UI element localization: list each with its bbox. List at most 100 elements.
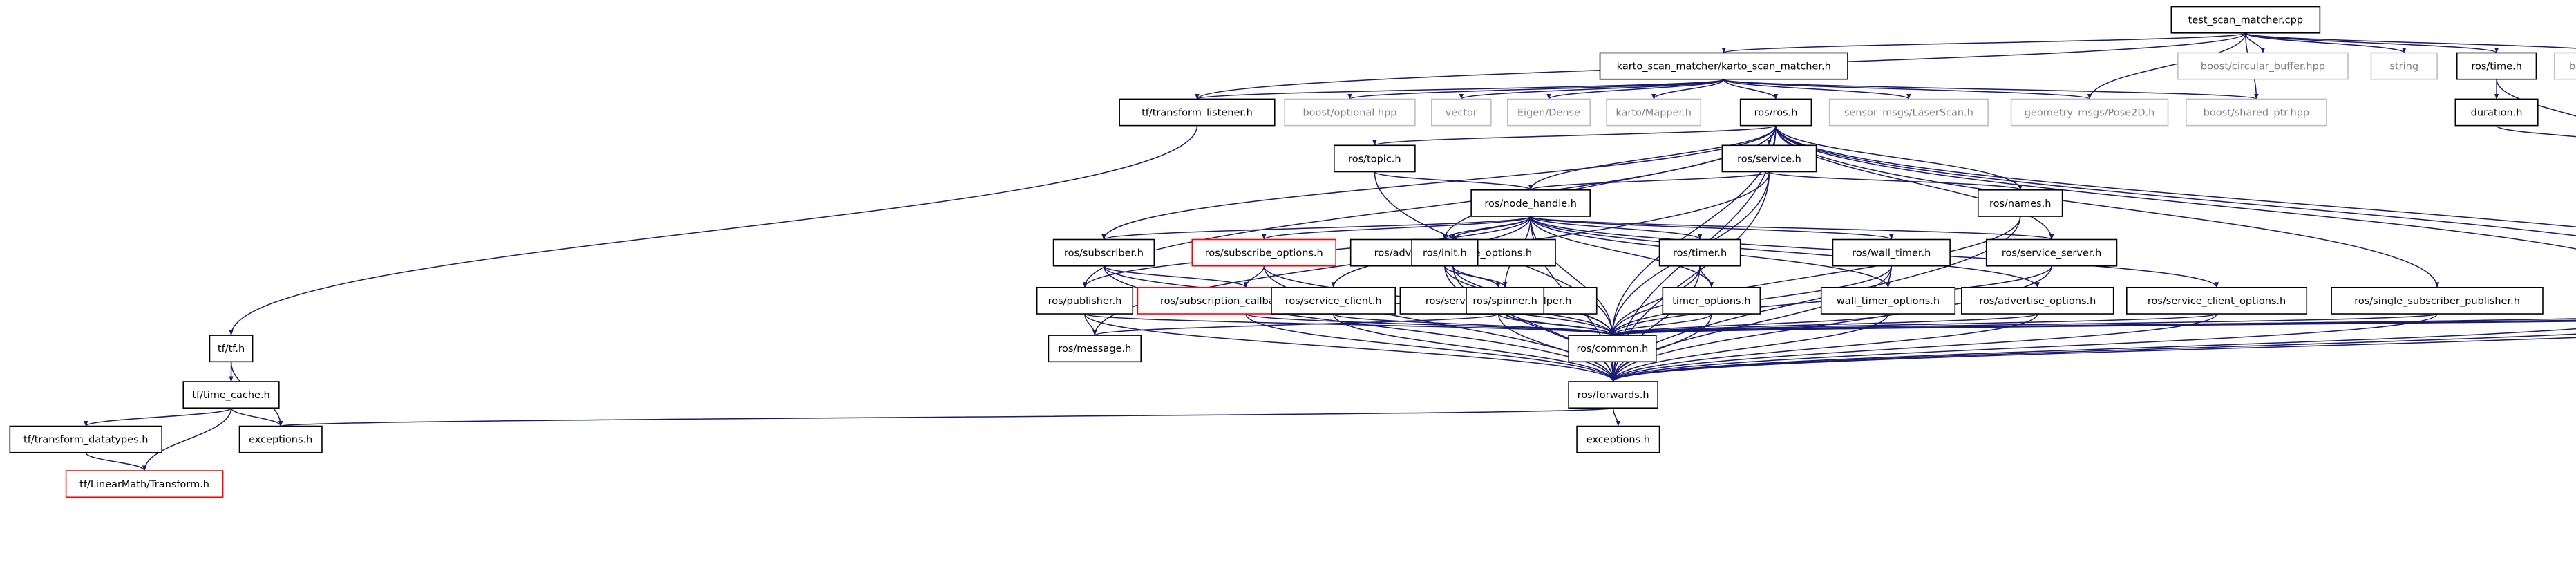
node-b-thread: boost/thread.hpp bbox=[2553, 52, 2576, 80]
node-label: karto_scan_matcher/karto_scan_matcher.h bbox=[1617, 62, 1831, 73]
node-single-sub-pub[interactable]: ros/single_subscriber_publisher.h bbox=[2331, 286, 2544, 315]
edge-karto_sm-to-vector bbox=[1459, 78, 1725, 100]
edge-karto_sm-to-tf_tl bbox=[1195, 78, 1725, 100]
node-ros-h[interactable]: ros/ros.h bbox=[1739, 98, 1812, 127]
node-b-opt: boost/optional.hpp bbox=[1284, 98, 1416, 127]
edge-node_handle-to-subscriber bbox=[1101, 216, 1531, 241]
edge-ros_h-to-srv_server bbox=[1775, 125, 2054, 240]
edge-service-to-names bbox=[1768, 171, 2023, 191]
node-box bbox=[1832, 238, 1951, 267]
node-label: tf/tf.h bbox=[218, 344, 245, 355]
node-box bbox=[2331, 286, 2544, 315]
edge-timer-to-forwards bbox=[1611, 265, 1701, 382]
node-label: ros/topic.h bbox=[1348, 153, 1401, 165]
node-box bbox=[1430, 98, 1492, 127]
edge-param-to-common bbox=[1611, 321, 2576, 336]
edge-node_handle-to-common bbox=[1530, 216, 1615, 336]
node-box bbox=[1119, 98, 1276, 127]
node-spinner[interactable]: ros/spinner.h bbox=[1466, 286, 1545, 315]
node-label: ros/time.h bbox=[2471, 62, 2522, 73]
node-time-cache[interactable]: tf/time_cache.h bbox=[182, 381, 280, 409]
node-tf-h[interactable]: tf/tf.h bbox=[209, 335, 254, 363]
node-label: tf/transform_datatypes.h bbox=[23, 435, 148, 446]
node-service[interactable]: ros/service.h bbox=[1721, 144, 1817, 173]
edge-adv_opts-to-forwards bbox=[1611, 313, 2038, 382]
node-ros-time[interactable]: ros/time.h bbox=[2456, 52, 2537, 80]
node-adv-opts[interactable]: ros/advertise_options.h bbox=[1961, 286, 2114, 315]
node-wall-timer[interactable]: ros/wall_timer.h bbox=[1832, 238, 1951, 267]
node-karto-sm[interactable]: karto_scan_matcher/karto_scan_matcher.h bbox=[1599, 52, 1848, 80]
edge-publisher-to-forwards bbox=[1084, 313, 1616, 382]
node-label: ros/service_client_options.h bbox=[2148, 296, 2286, 307]
node-box bbox=[238, 425, 323, 453]
nodes-layer: test_scan_matcher.cpp karto_scan_matcher/… bbox=[9, 6, 2576, 498]
node-label: wall_timer_options.h bbox=[1837, 296, 1940, 307]
node-common[interactable]: ros/common.h bbox=[1568, 335, 1657, 363]
node-box bbox=[65, 470, 224, 498]
edge-names-to-common bbox=[1610, 216, 2021, 336]
node-sub-opts[interactable]: ros/subscribe_options.h bbox=[1191, 238, 1336, 267]
node-label: ros/message.h bbox=[1058, 344, 1131, 355]
node-topic[interactable]: ros/topic.h bbox=[1333, 144, 1416, 173]
edge-timer_opts-to-forwards bbox=[1611, 314, 1712, 382]
node-box bbox=[1599, 52, 1848, 80]
node-label: ros/ros.h bbox=[1754, 107, 1798, 118]
node-timer[interactable]: ros/timer.h bbox=[1658, 238, 1741, 267]
node-box bbox=[1271, 286, 1396, 315]
node-srv-client-opts[interactable]: ros/service_client_options.h bbox=[2126, 286, 2308, 315]
edge-srv_server-to-forwards bbox=[1611, 265, 2052, 382]
node-label: boost/thread.hpp bbox=[2569, 62, 2576, 73]
node-srv-client[interactable]: ros/service_client.h bbox=[1271, 286, 1396, 315]
edge-node_handle-to-wall_timer bbox=[1530, 216, 1894, 241]
node-laser: sensor_msgs/LaserScan.h bbox=[1828, 98, 1989, 127]
node-exceptions-ros[interactable]: exceptions.h bbox=[1576, 425, 1660, 453]
node-box bbox=[2186, 98, 2327, 127]
node-publisher[interactable]: ros/publisher.h bbox=[1036, 286, 1134, 315]
node-box bbox=[1052, 238, 1155, 267]
node-label: ros/node_handle.h bbox=[1484, 198, 1577, 209]
node-timer-opts[interactable]: timer_options.h bbox=[1662, 286, 1761, 315]
node-tf-tl[interactable]: tf/transform_listener.h bbox=[1119, 98, 1276, 127]
node-shared-ptr: boost/shared_ptr.hpp bbox=[2186, 98, 2327, 127]
node-box bbox=[2177, 52, 2349, 80]
node-names[interactable]: ros/names.h bbox=[1977, 189, 2063, 217]
node-label: boost/circular_buffer.hpp bbox=[2201, 62, 2325, 73]
node-init[interactable]: ros/init.h bbox=[1411, 238, 1479, 267]
node-box bbox=[1466, 286, 1545, 315]
node-circ-buf: boost/circular_buffer.hpp bbox=[2177, 52, 2349, 80]
node-wall-timer-opts[interactable]: wall_timer_options.h bbox=[1820, 286, 1956, 315]
node-box bbox=[1568, 381, 1658, 409]
node-node-handle[interactable]: ros/node_handle.h bbox=[1470, 189, 1591, 217]
edge-tf_datatypes-to-lm_transform bbox=[85, 452, 147, 471]
edge-tf_tl-to-tf_h bbox=[229, 125, 1198, 336]
edge-karto_sm-to-eigen bbox=[1546, 78, 1725, 100]
node-srv-server[interactable]: ros/service_server.h bbox=[1985, 238, 2118, 267]
edge-sub_cb_helper-to-common bbox=[1245, 313, 1615, 336]
node-subscriber[interactable]: ros/subscriber.h bbox=[1052, 238, 1155, 267]
node-box bbox=[1470, 189, 1591, 217]
edge-ros_h-to-names bbox=[1775, 125, 2023, 191]
edge-subscriber-to-forwards bbox=[1103, 265, 1616, 382]
node-box bbox=[2553, 52, 2576, 80]
node-message[interactable]: ros/message.h bbox=[1048, 335, 1142, 363]
node-forwards[interactable]: ros/forwards.h bbox=[1568, 381, 1658, 409]
node-root[interactable]: test_scan_matcher.cpp bbox=[2170, 6, 2321, 34]
node-duration[interactable]: duration.h bbox=[2454, 98, 2539, 127]
node-tf-datatypes[interactable]: tf/transform_datatypes.h bbox=[9, 425, 162, 453]
node-box bbox=[1036, 286, 1134, 315]
edge-root-to-ros_time bbox=[2245, 32, 2499, 54]
edge-root-to-pose2d bbox=[2087, 32, 2246, 100]
edge-time_cache-to-lm_transform bbox=[142, 408, 232, 471]
node-box bbox=[1828, 98, 1989, 127]
edge-ros_h-to-this_node bbox=[1775, 125, 2576, 236]
edge-root-to-string bbox=[2245, 32, 2407, 54]
node-box bbox=[2170, 6, 2321, 34]
node-box bbox=[1961, 286, 2114, 315]
node-label: string bbox=[2389, 62, 2418, 73]
edge-duration-to-rostime_decl bbox=[2496, 124, 2576, 138]
edge-common-to-forwards bbox=[1611, 362, 1616, 382]
node-exceptions-tf[interactable]: exceptions.h bbox=[238, 425, 323, 453]
node-lm-transform[interactable]: tf/LinearMath/Transform.h bbox=[65, 470, 224, 498]
node-label: ros/advertise_options.h bbox=[1979, 296, 2096, 307]
edge-srv_client_opts-to-common bbox=[1610, 313, 2217, 336]
